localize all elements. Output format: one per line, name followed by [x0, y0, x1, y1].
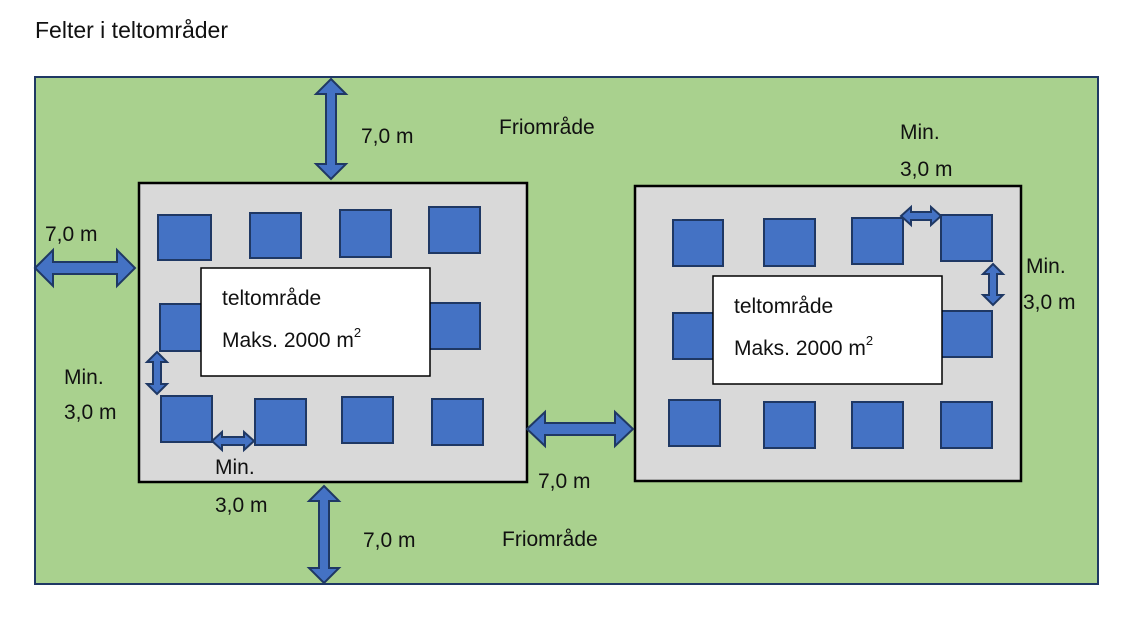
horizontal-arrow-left: [33, 247, 137, 289]
free-area-label-top: Friområde: [499, 116, 595, 139]
tent-area-name-right: teltområde: [734, 295, 833, 318]
min-label-left-line1: Min.: [64, 366, 104, 389]
tent: [254, 398, 307, 446]
tent: [159, 303, 206, 352]
distance-label-bottom: 7,0 m: [363, 529, 416, 552]
tent: [339, 209, 392, 258]
distance-label-top: 7,0 m: [361, 125, 414, 148]
min-label-right-line2: 3,0 m: [1023, 291, 1076, 314]
free-area-label-bottom: Friområde: [502, 528, 598, 551]
min-label-bottom-line2: 3,0 m: [215, 494, 268, 517]
tent: [668, 399, 721, 447]
min-label-left-line2: 3,0 m: [64, 401, 117, 424]
distance-label-left: 7,0 m: [45, 223, 98, 246]
small-arrow-right: [980, 262, 1006, 307]
tent-grid-right: [668, 214, 993, 449]
tent: [672, 312, 716, 360]
vertical-arrow-bottom: [306, 484, 342, 585]
small-arrow-top-right: [899, 204, 943, 228]
min-label-bottom-line1: Min.: [215, 456, 255, 479]
tent-area-max-right: Maks. 2000 m2: [734, 333, 873, 360]
tent: [763, 401, 816, 449]
tent-area-name-left: teltområde: [222, 287, 321, 310]
tent: [940, 310, 993, 358]
tent-area-label-box-left: [200, 267, 431, 377]
tent: [428, 206, 481, 254]
tent: [672, 219, 724, 267]
tent: [763, 218, 816, 267]
tent-area-label-box-right: [712, 275, 943, 385]
tent-area-max-left: Maks. 2000 m2: [222, 325, 361, 352]
tent: [428, 302, 481, 350]
tent-grid-left: [157, 206, 484, 446]
superscript: 2: [866, 333, 873, 348]
horizontal-arrow-middle: [525, 409, 635, 449]
tent: [940, 401, 993, 449]
superscript: 2: [354, 325, 361, 340]
min-label-right-line1: Min.: [1026, 255, 1066, 278]
distance-label-middle: 7,0 m: [538, 470, 591, 493]
tent: [341, 396, 394, 444]
tent: [940, 214, 993, 262]
min-label-top-right-line2: 3,0 m: [900, 158, 953, 181]
min-label-top-right-line1: Min.: [900, 121, 940, 144]
tent: [851, 217, 904, 265]
small-arrow-left: [144, 350, 170, 396]
vertical-arrow-top: [313, 77, 349, 181]
tent: [157, 214, 212, 261]
diagram-title: Felter i teltområder: [35, 17, 228, 43]
tent: [431, 398, 484, 446]
tent: [851, 401, 904, 449]
small-arrow-bottom: [210, 429, 256, 453]
tent: [160, 395, 213, 443]
tent: [249, 212, 302, 259]
